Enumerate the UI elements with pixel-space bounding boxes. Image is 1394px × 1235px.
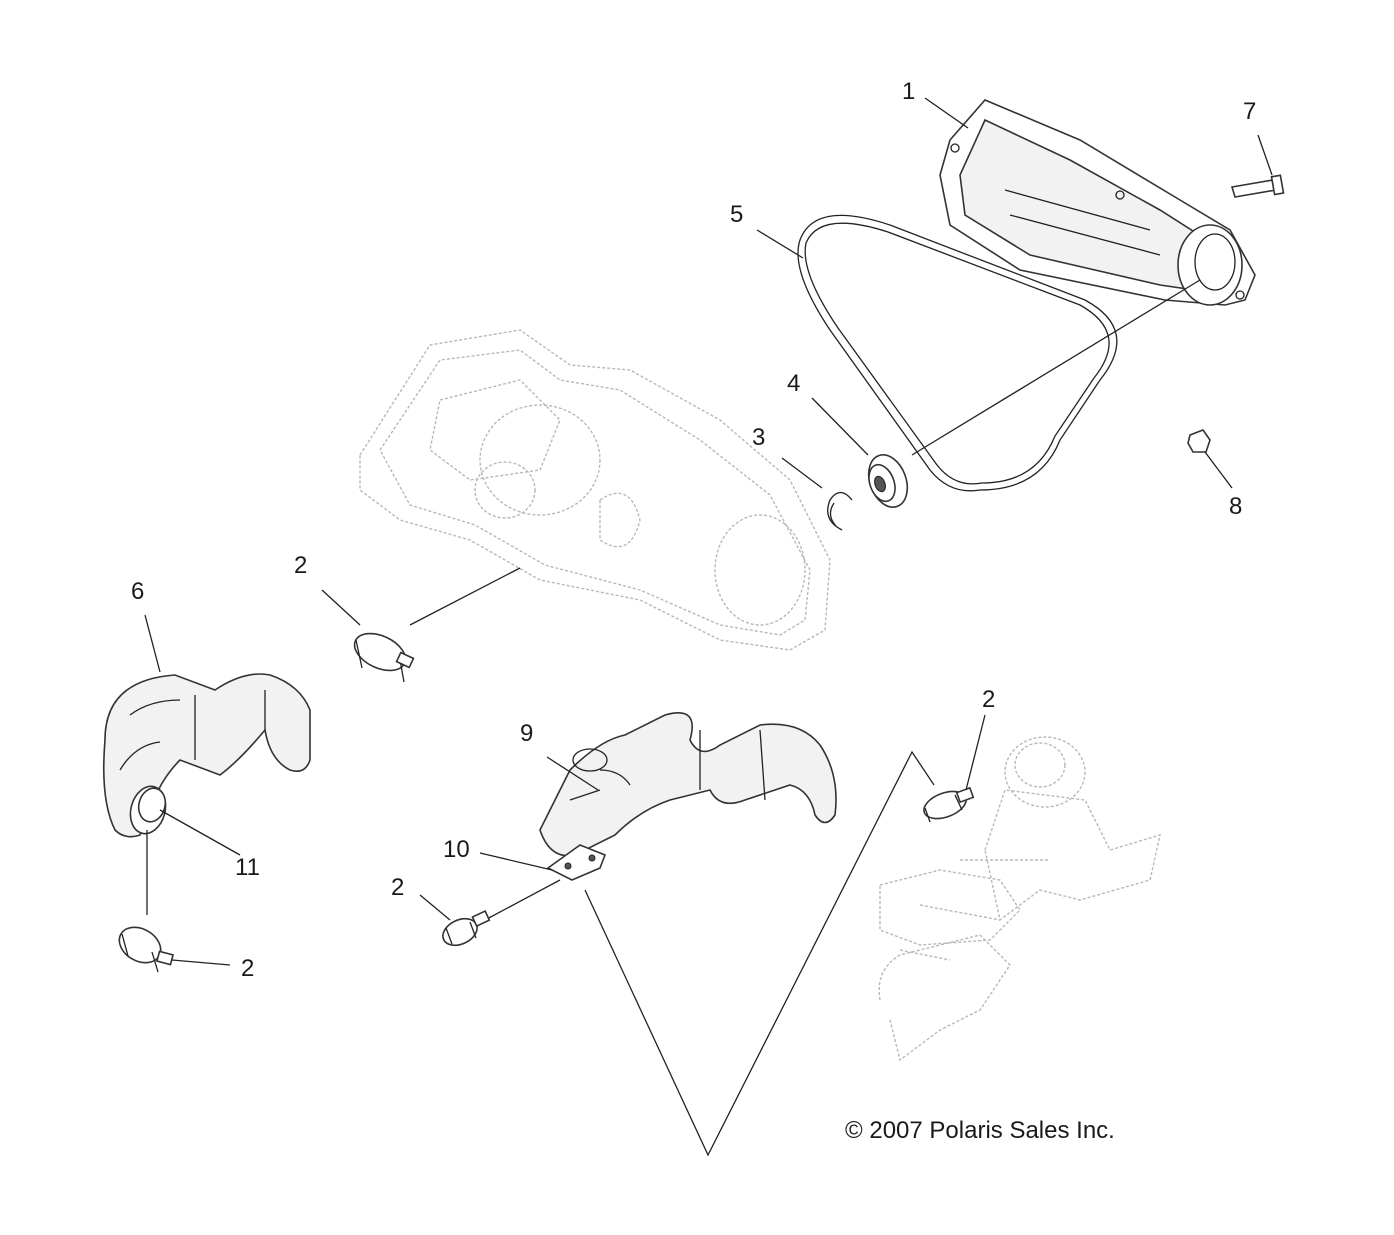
clutch-cover-inner-ghost [359, 329, 831, 651]
copyright-notice: © 2007 Polaris Sales Inc. [845, 1117, 1115, 1145]
hose-clamp-a [353, 632, 415, 683]
leader-line-7 [1257, 134, 1273, 176]
callout-2-d: 2 [982, 686, 996, 713]
clutch-cover-outer [939, 99, 1256, 306]
leader-line-10 [479, 852, 553, 871]
callout-7: 7 [1243, 98, 1257, 125]
assembly-line-10 [484, 879, 561, 921]
callout-1: 1 [902, 78, 916, 105]
leader-line-2d [965, 714, 986, 791]
intake-duct [102, 673, 311, 838]
assembly-line-v [584, 750, 935, 1157]
bolt [1230, 174, 1285, 198]
copyright-text: 2007 Polaris Sales Inc. [869, 1117, 1115, 1144]
hose-clamp-c [442, 910, 491, 947]
hose-clamp-b [118, 926, 175, 973]
leader-line-8 [1204, 451, 1233, 489]
callout-9: 9 [520, 720, 534, 747]
bearing [867, 454, 909, 508]
callout-10: 10 [443, 836, 470, 863]
callout-11: 11 [235, 854, 260, 881]
nut [1187, 429, 1211, 453]
assembly-line-2a [409, 567, 521, 626]
leader-line-2c [419, 894, 451, 921]
callout-2-a: 2 [294, 552, 308, 579]
engine-ghost [878, 736, 1161, 1062]
leader-line-5 [756, 229, 804, 259]
leader-line-3 [781, 457, 823, 489]
snap-ring [827, 491, 853, 531]
leader-line-2a [321, 589, 361, 626]
hose-clamp-d [923, 786, 975, 823]
leader-line-11 [159, 809, 241, 856]
assembly-line-4 [911, 279, 1201, 456]
leader-line-6 [144, 614, 161, 673]
exhaust-duct [539, 712, 837, 857]
intake-boot [137, 787, 167, 823]
callout-4: 4 [787, 370, 801, 397]
callout-5: 5 [730, 201, 744, 228]
copyright-symbol: © [845, 1117, 863, 1144]
callout-3: 3 [752, 424, 766, 451]
exhaust-adapter [546, 844, 607, 881]
callout-2-b: 2 [241, 955, 255, 982]
drive-belt [797, 214, 1118, 492]
callout-6: 6 [131, 578, 145, 605]
leader-line-4 [811, 397, 869, 456]
callout-2-c: 2 [391, 874, 405, 901]
leader-line-1 [924, 97, 969, 129]
leader-line-2b [171, 959, 231, 966]
callout-8: 8 [1229, 493, 1243, 520]
leader-line-9 [546, 756, 599, 791]
